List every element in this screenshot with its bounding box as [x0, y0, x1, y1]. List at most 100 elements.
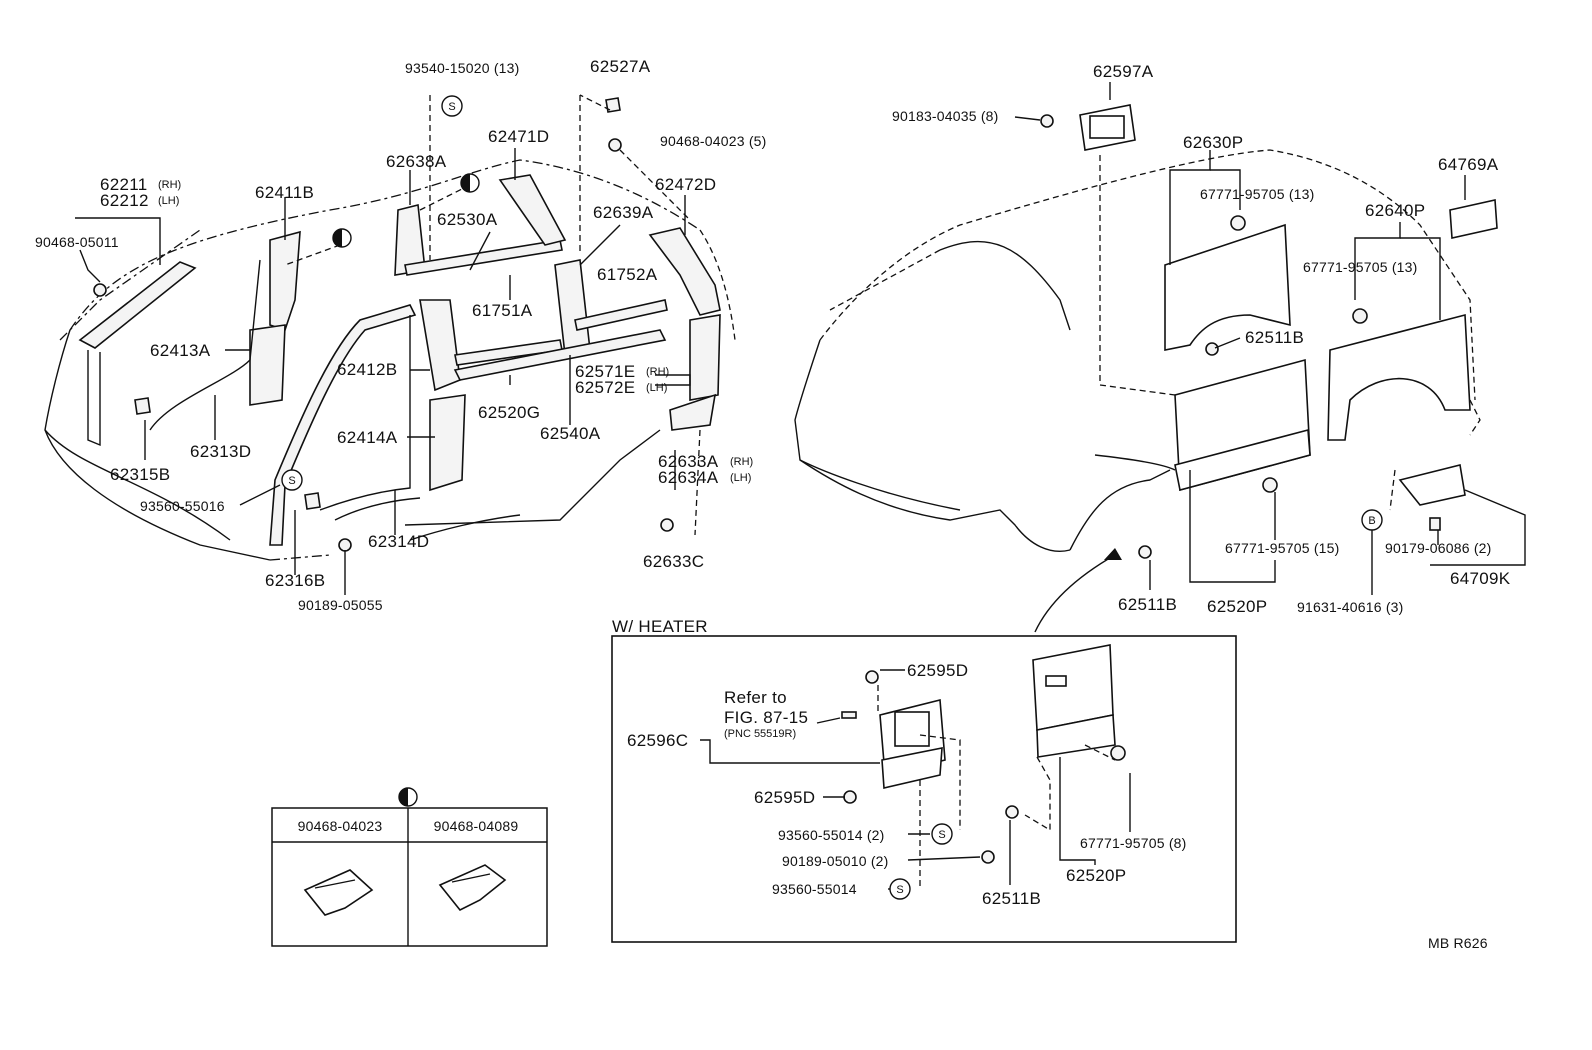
symbol-s-text: S: [448, 101, 455, 113]
label-62540A: 62540A: [540, 424, 601, 443]
symbol-s-text: S: [288, 475, 295, 487]
label-62520P-b: 62520P: [1066, 866, 1126, 885]
label-64769A: 64769A: [1438, 155, 1499, 174]
label-rh: (RH): [158, 179, 181, 191]
roof-rail-62530A: [404, 239, 563, 276]
label-93540-15020: 93540-15020 (13): [405, 60, 520, 76]
symbol-s-left: S S: [281, 95, 463, 491]
label-62595D-b: 62595D: [754, 788, 815, 807]
heater-refer-line1: Refer to: [724, 688, 787, 707]
label-62596C: 62596C: [627, 731, 688, 750]
label-62572E: 62572E: [575, 378, 635, 397]
label-62211: 62211: [100, 175, 148, 194]
clip-90468-04089-icon: [438, 864, 507, 912]
label-62212: 62212: [100, 191, 149, 210]
trim-62471D: [498, 174, 567, 246]
rail-61752A: [574, 299, 668, 331]
quarter-trim-62640P: [1327, 313, 1471, 441]
heater-box: [611, 635, 1237, 943]
label-62527A: 62527A: [590, 57, 651, 76]
label-62414A: 62414A: [337, 428, 398, 447]
heater-title: W/ HEATER: [612, 617, 708, 636]
label-62571E: 62571E: [575, 362, 635, 381]
heater-refer-line3: (PNC 55519R): [724, 728, 796, 740]
clips-left: [93, 97, 674, 552]
leader-lines-left: [75, 148, 691, 595]
bracket-64709K: [1398, 464, 1466, 506]
label-62597A: 62597A: [1093, 62, 1154, 81]
label-62595D-a: 62595D: [907, 661, 968, 680]
label-90468-04023: 90468-04023 (5): [660, 133, 767, 149]
label-61751A: 61751A: [472, 301, 533, 320]
arrow-to-heater: [1034, 554, 1116, 633]
weatherstrip-62313D: [149, 259, 261, 431]
label-62511B-c: 62511B: [982, 889, 1041, 908]
label-67771-95705-13a: 67771-95705 (13): [1200, 186, 1315, 202]
footer-code: MB R626: [1428, 935, 1488, 951]
left-vehicle-outline: [44, 159, 736, 561]
label-62640P: 62640P: [1365, 201, 1425, 220]
label-93560-55014-b: 93560-55014: [772, 881, 857, 897]
b-pillar-lower-62414A: [419, 299, 461, 392]
quarter-trim-62633A: [689, 314, 721, 401]
label-90189-05010: 90189-05010 (2): [782, 853, 889, 869]
symbol-b-text: B: [1368, 515, 1375, 527]
label-62639A: 62639A: [593, 203, 654, 222]
label-62638A: 62638A: [386, 152, 447, 171]
label-62634A: 62634A: [658, 468, 719, 487]
windshield-trim-62211: [78, 261, 197, 447]
clip-90468-04023-icon: [303, 869, 374, 916]
label-rh-3: (RH): [730, 456, 753, 468]
label-rh-2: (RH): [646, 366, 669, 378]
label-90468-05011: 90468-05011: [35, 234, 119, 250]
label-lh-3: (LH): [730, 472, 751, 484]
label-62413A: 62413A: [150, 341, 211, 360]
label-61752A: 61752A: [597, 265, 658, 284]
label-62314D: 62314D: [368, 532, 429, 551]
label-62633C: 62633C: [643, 552, 704, 571]
clip-table-col1: 90468-04023: [298, 818, 383, 834]
arrow-head: [1104, 548, 1122, 560]
rail-62520G: [453, 329, 667, 381]
label-90183-04035: 90183-04035 (8): [892, 108, 999, 124]
label-62630P: 62630P: [1183, 133, 1243, 152]
label-62315B: 62315B: [110, 465, 170, 484]
label-62411B: 62411B: [255, 183, 314, 202]
symbol-b: B: [1361, 509, 1383, 531]
heater-parts: [841, 644, 1126, 864]
clip-table: 90468-04023 90468-04089: [271, 787, 548, 947]
label-91631-40616: 91631-40616 (3): [1297, 599, 1404, 615]
right-vehicle-outline: [794, 149, 1481, 552]
label-62511B-a: 62511B: [1245, 328, 1304, 347]
label-67771-95705-13b: 67771-95705 (13): [1303, 259, 1418, 275]
label-90189-05055: 90189-05055: [298, 597, 383, 613]
label-62472D: 62472D: [655, 175, 716, 194]
label-62511B-b: 62511B: [1118, 595, 1177, 614]
label-62530A: 62530A: [437, 210, 498, 229]
half-circle-symbol: [332, 173, 480, 248]
leader-dashes-right: [1099, 155, 1396, 511]
label-lh: (LH): [158, 195, 179, 207]
a-pillar-62411B: [249, 230, 301, 406]
handle-64769A: [1449, 199, 1498, 239]
symbol-s-text: S: [896, 884, 903, 896]
label-62316B: 62316B: [265, 571, 325, 590]
door-trim-62314D: [319, 315, 411, 511]
label-67771-95705-8: 67771-95705 (8): [1080, 835, 1187, 851]
label-62633A: 62633A: [658, 452, 719, 471]
label-62412B: 62412B: [337, 360, 397, 379]
label-64709K: 64709K: [1450, 569, 1511, 588]
label-67771-95705-15: 67771-95705 (15): [1225, 540, 1340, 556]
clips-right: [1040, 114, 1441, 559]
rear-pillar-62472D: [648, 227, 721, 316]
label-62471D: 62471D: [488, 127, 549, 146]
label-90179-06086: 90179-06086 (2): [1385, 540, 1492, 556]
label-62520G: 62520G: [478, 403, 540, 422]
heater-refer-line2: FIG. 87-15: [724, 708, 808, 727]
label-93560-55014-a: 93560-55014 (2): [778, 827, 885, 843]
quarter-trim-62630P: [1164, 223, 1291, 351]
label-lh-2: (LH): [646, 382, 667, 394]
leader-lines-right: [1014, 82, 1526, 595]
